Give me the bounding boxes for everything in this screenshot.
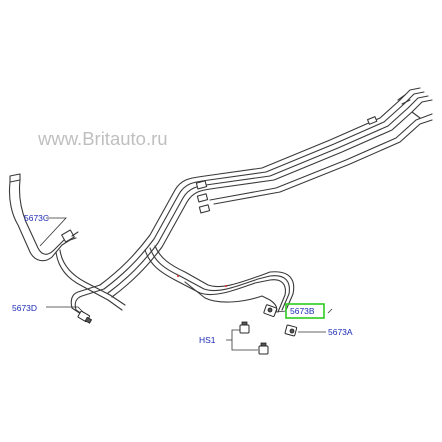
hs1-fitting-top — [239, 324, 250, 334]
lower-branch-pipes — [144, 245, 295, 313]
callout-5673b-highlight — [285, 303, 325, 319]
callout-hs1: HS1 — [199, 335, 216, 345]
pipe-connector-cluster — [195, 180, 211, 214]
callout-5673a: 5673A — [328, 327, 353, 337]
watermark-text: www.Britauto.ru — [37, 128, 168, 149]
left-lower-pipes — [55, 249, 126, 324]
hs1-fitting-bottom — [258, 345, 269, 355]
hose-5673c — [8, 173, 79, 262]
red-mark-1 — [176, 274, 180, 278]
red-mark-2 — [224, 284, 228, 288]
lower-right-fittings — [239, 304, 298, 355]
leader-lines — [39, 217, 333, 351]
callout-5673b: 5673B — [290, 306, 315, 316]
main-pipe-bundle — [99, 87, 433, 298]
callout-5673c: 5673C — [24, 213, 49, 223]
callout-5673d: 5673D — [12, 303, 37, 313]
